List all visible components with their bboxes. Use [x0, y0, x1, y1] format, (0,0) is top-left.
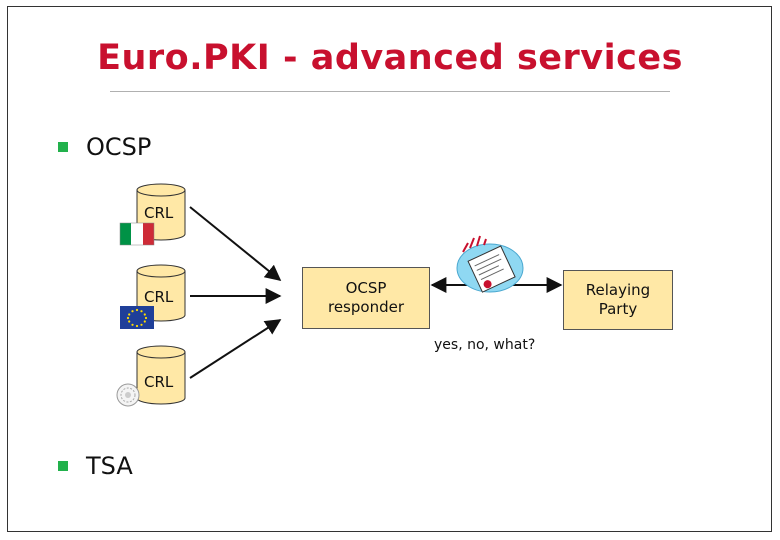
emblem-icon [116, 383, 140, 407]
relaying-party-box: Relaying Party [563, 270, 673, 330]
response-label: yes, no, what? [434, 337, 536, 353]
certificate-icon [456, 235, 524, 293]
bullet-tsa: TSA [58, 452, 133, 480]
slide-title: Euro.PKI - advanced services [97, 38, 683, 78]
relaying-party-label: Relaying Party [585, 281, 651, 318]
crl-label-3: CRL [144, 373, 174, 391]
bullet-ocsp-text: OCSP [86, 133, 152, 161]
bullet-square-icon [58, 461, 68, 471]
crl-database-3: CRL [136, 345, 186, 405]
italy-flag-icon [119, 222, 155, 246]
bullet-tsa-text: TSA [86, 452, 133, 480]
title-divider [110, 91, 670, 92]
arrow-crl3-to-responder [189, 319, 282, 379]
ocsp-responder-label: OCSP responder [327, 279, 404, 316]
crl-label-2: CRL [144, 288, 174, 306]
ocsp-responder-box: OCSP responder [302, 267, 430, 329]
eu-flag-icon [120, 306, 154, 329]
bullet-square-icon [58, 142, 68, 152]
bullet-ocsp: OCSP [58, 133, 151, 161]
crl-label-1: CRL [144, 204, 174, 222]
arrow-crl1-to-responder [189, 206, 282, 282]
